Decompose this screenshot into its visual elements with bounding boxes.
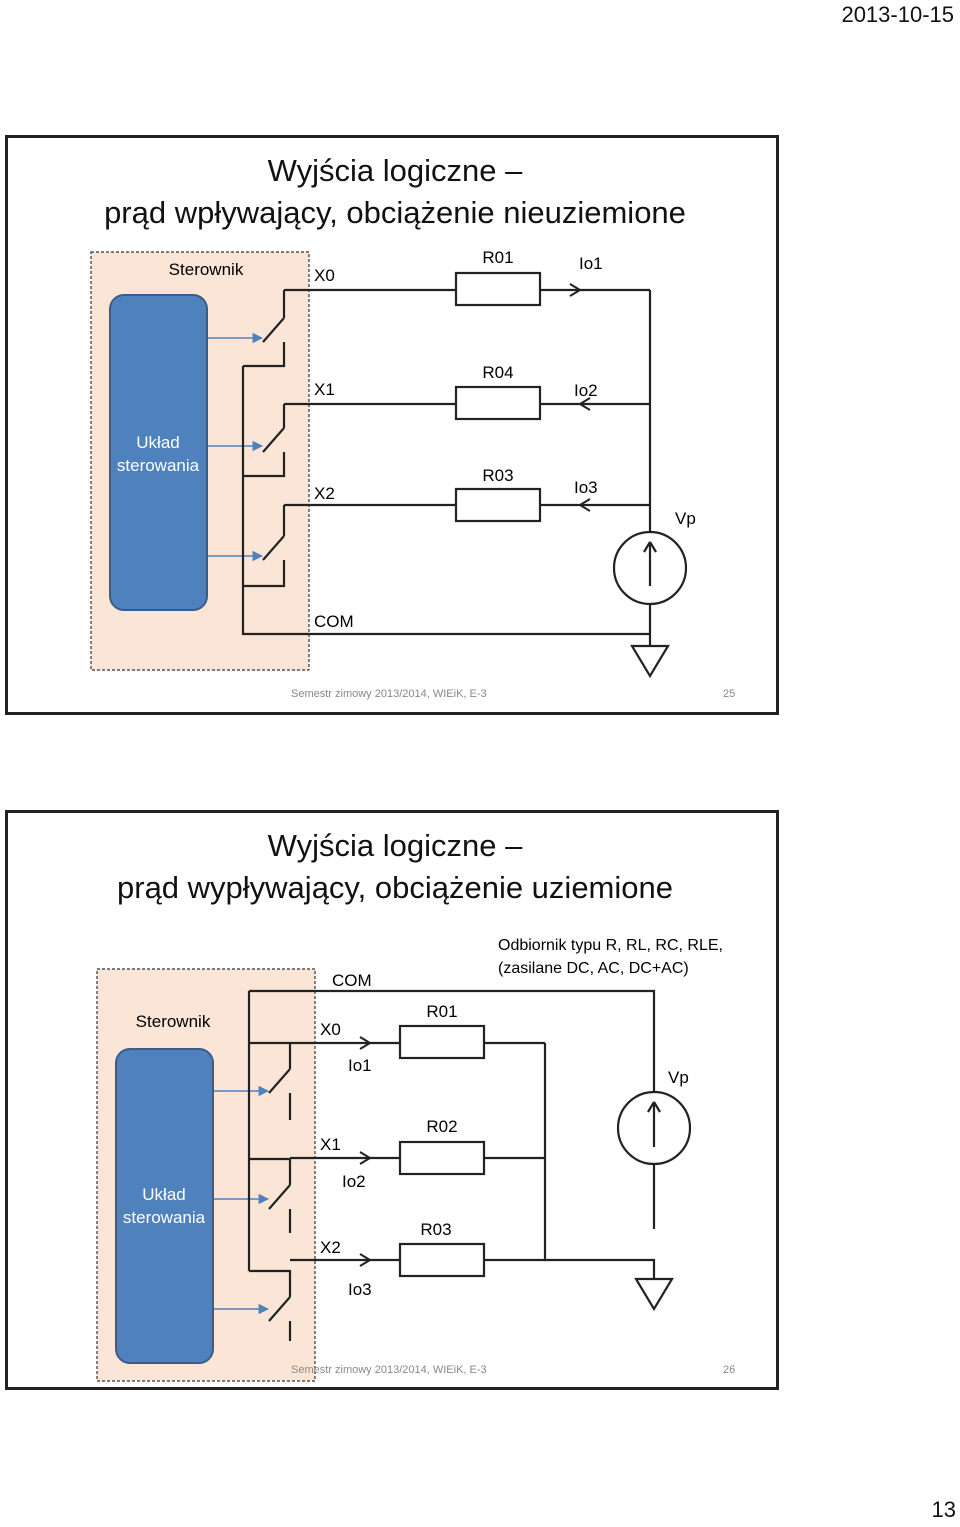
circuit-diagram: Sterownik Układ sterowania [90,248,735,700]
switch-1 [243,290,286,368]
label-r1: R01 [426,1002,457,1021]
controller-label: Sterownik [169,260,244,279]
title-line-1: Wyjścia logiczne – [267,153,523,188]
label-vp: Vp [675,509,696,528]
current-arrow-1 [569,283,581,297]
ground-symbol [634,1277,674,1312]
control-unit [115,1048,214,1364]
load-note-line-2: (zasilane DC, AC, DC+AC) [498,960,689,977]
title-line-1: Wyjścia logiczne – [267,828,523,863]
label-io1: Io1 [348,1056,372,1075]
label-io3: Io3 [574,478,598,497]
slide-25: Wyjścia logiczne – prąd wpływający, obci… [5,135,779,715]
label-x2: X2 [314,484,335,503]
slide-footer: Semestr zimowy 2013/2014, WIEiK, E-3 [291,688,487,700]
resistor-2 [398,1140,486,1176]
label-io2: Io2 [574,381,598,400]
label-r2: R04 [482,363,513,382]
common-rail [247,989,656,1271]
controller-label: Sterownik [136,1012,211,1031]
slide-26: Wyjścia logiczne – prąd wypływający, obc… [5,810,779,1390]
control-unit [109,294,208,611]
current-arrow-3 [359,1253,371,1267]
voltage-source-arrow [647,1101,661,1147]
switch-3 [249,1269,292,1341]
label-r2: R02 [426,1117,457,1136]
label-io3: Io3 [348,1280,372,1299]
slide-title: Wyjścia logiczne – prąd wpływający, obci… [8,150,782,234]
switch-3 [243,505,286,588]
slide-title: Wyjścia logiczne – prąd wypływający, obc… [8,825,782,909]
switch-2 [243,404,286,478]
label-x0: X0 [314,266,335,285]
slide-number: 25 [723,688,735,700]
label-com: COM [332,971,372,990]
resistor-2 [454,385,542,421]
slide-number: 26 [723,1364,735,1376]
title-line-2: prąd wypływający, obciążenie uziemione [117,870,673,905]
resistor-1 [398,1024,486,1060]
page-number: 13 [931,1497,956,1522]
page-date: 2013-10-15 [841,2,954,27]
ground-symbol [630,644,670,679]
control-unit-label-line-2: sterowania [123,1208,206,1227]
return-bus [543,1043,656,1279]
voltage-source-arrow [643,541,657,586]
control-unit-label-line-1: Układ [136,433,179,452]
label-x0: X0 [320,1020,341,1039]
label-x2: X2 [320,1238,341,1257]
resistor-3 [454,487,542,523]
common-rail [241,366,650,636]
circuit-diagram: Sterownik Układ sterowania [96,937,735,1382]
current-arrow-2 [579,397,591,411]
load-note-line-1: Odbiornik typu R, RL, RC, RLE, [498,937,723,954]
current-arrow-1 [359,1036,371,1050]
control-unit-label-line-1: Układ [142,1185,185,1204]
label-io2: Io2 [342,1172,366,1191]
label-r3: R03 [482,466,513,485]
resistor-1 [454,271,542,307]
resistor-3 [398,1242,486,1278]
label-r1: R01 [482,248,513,267]
label-vp: Vp [668,1068,689,1087]
slide-footer: Semestr zimowy 2013/2014, WIEiK, E-3 [291,1364,487,1376]
title-line-2: prąd wpływający, obciążenie nieuziemione [104,195,686,230]
current-arrow-2 [359,1151,371,1165]
label-x1: X1 [320,1135,341,1154]
current-arrow-3 [579,498,591,512]
label-com: COM [314,612,354,631]
control-unit-label-line-2: sterowania [117,456,200,475]
label-r3: R03 [420,1220,451,1239]
label-io1: Io1 [579,254,603,273]
label-x1: X1 [314,380,335,399]
